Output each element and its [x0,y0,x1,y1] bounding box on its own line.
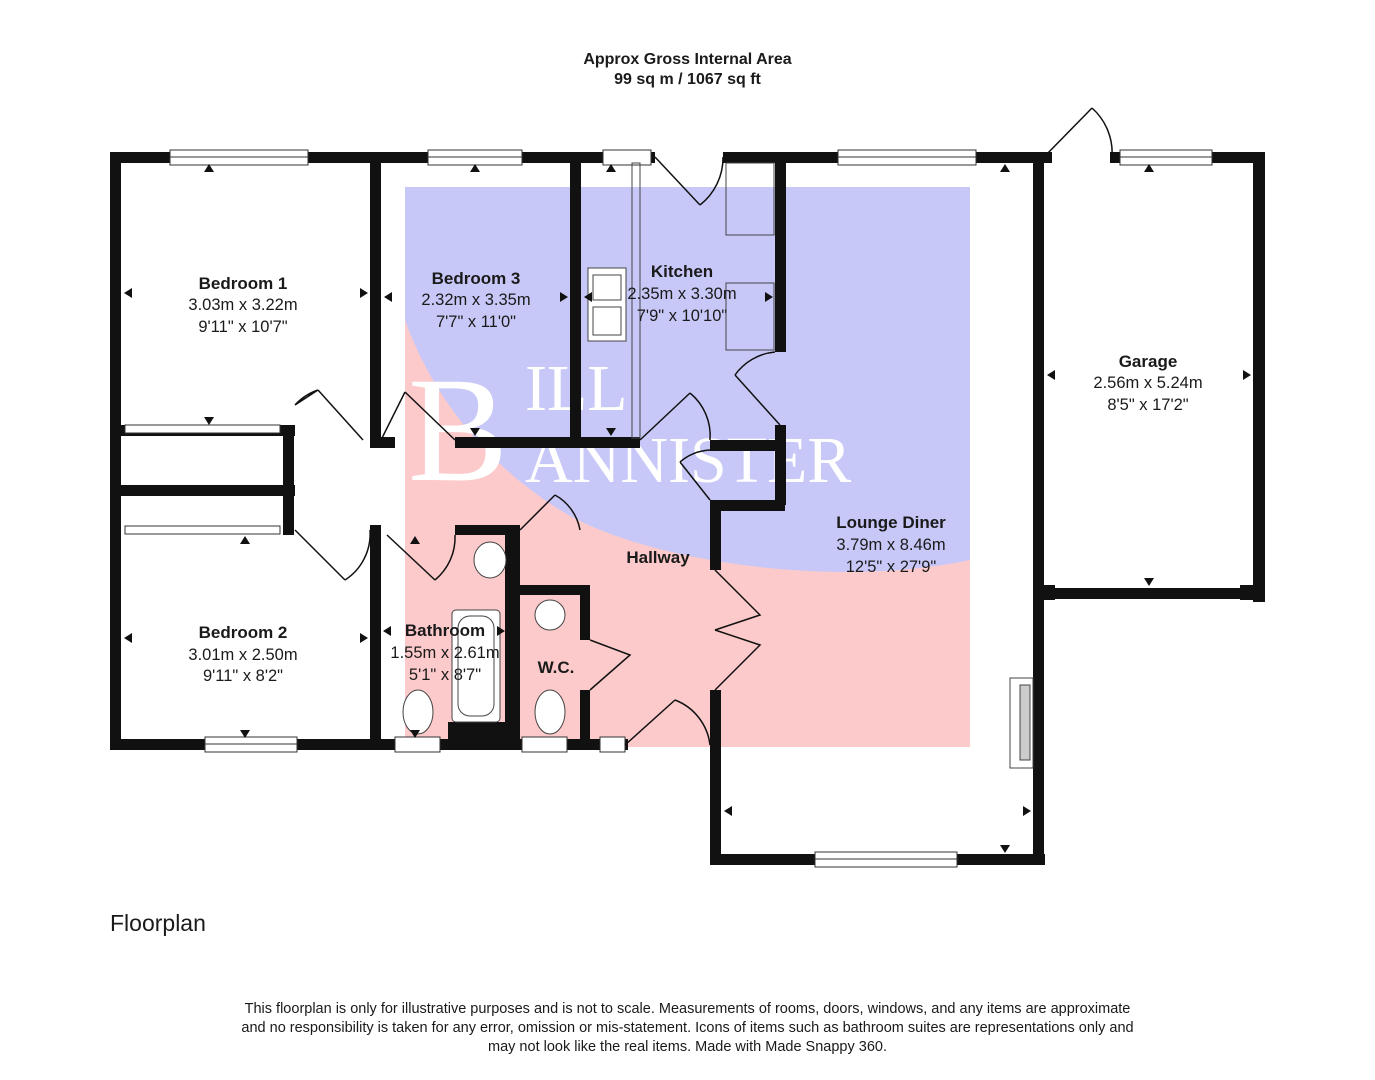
door-bathroom [386,534,456,581]
lounge-metric: 3.79m x 8.46m [836,536,945,554]
fixtures [402,162,1034,769]
kitchen-unit-top [725,162,775,236]
kitchen-metric: 2.35m x 3.30m [627,285,736,303]
toilet-icon [402,689,434,735]
kitchen-imperial: 7'9" x 10'10" [637,307,728,325]
door-wc-hall [589,639,632,691]
door-wc [519,494,581,531]
door-bedroom2 [294,529,371,581]
disclaimer-line-1: This floorplan is only for illustrative … [244,1001,1131,1017]
bedroom3-imperial: 7'7" x 11'0" [436,313,516,331]
hallway-name: Hallway [626,548,690,567]
door-kitchen-lounge [734,351,781,426]
bedroom1-name: Bedroom 1 [199,274,288,293]
garage-metric: 2.56m x 5.24m [1093,374,1202,392]
bedroom1-metric: 3.03m x 3.22m [188,296,297,314]
area-header: Approx Gross Internal Area 99 sq m / 106… [0,50,1375,90]
garage-name: Garage [1119,352,1178,371]
bathroom-imperial: 5'1" x 8'7" [409,666,481,684]
garage-imperial: 8'5" x 17'2" [1107,396,1188,414]
door-lounge-double [714,569,762,691]
windows [124,149,1213,868]
kitchen-counter-left [631,162,641,439]
disclaimer-line-3: may not look like the real items. Made w… [488,1039,887,1055]
room-labels: Bedroom 1 3.03m x 3.22m 9'11" x 10'7" Be… [188,262,1202,685]
bathroom-metric: 1.55m x 2.61m [390,644,499,662]
bedroom3-name: Bedroom 3 [432,269,521,288]
bedroom2-name: Bedroom 2 [199,623,288,642]
wc-basin-icon [534,599,566,631]
bedroom2-imperial: 9'11" x 8'2" [203,667,283,685]
wc-name: W.C. [538,658,575,677]
door-garage [1043,107,1113,158]
floorplan-label: Floorplan [110,910,206,936]
doors [294,107,1113,746]
kitchen-name: Kitchen [651,262,713,281]
bedroom2-metric: 3.01m x 2.50m [188,646,297,664]
door-hall-lounge [679,449,711,501]
disclaimer: This floorplan is only for illustrative … [190,1000,1185,1057]
door-kitchen-back [654,156,724,206]
wc-toilet-icon [534,689,566,735]
bedroom1-imperial: 9'11" x 10'7" [198,318,287,336]
area-value: 99 sq m / 1067 sq ft [614,71,761,88]
door-bedroom3 [380,391,456,441]
bedroom3-metric: 2.32m x 3.35m [421,291,530,309]
door-kitchen [639,392,711,441]
watermark-initial-b1: B [408,347,508,513]
dimension-arrows [124,164,1251,853]
lounge-name: Lounge Diner [836,513,946,532]
disclaimer-line-2: and no responsibility is taken for any e… [241,1020,1134,1036]
kitchen-unit-bottom [725,282,775,351]
lounge-imperial: 12'5" x 27'9" [846,558,937,576]
area-title: Approx Gross Internal Area [583,51,792,68]
watermark-blue-shape [405,187,970,572]
door-front [624,699,711,746]
basin-icon [473,541,507,579]
bathroom-name: Bathroom [405,621,485,640]
door-bedroom1 [294,389,364,441]
